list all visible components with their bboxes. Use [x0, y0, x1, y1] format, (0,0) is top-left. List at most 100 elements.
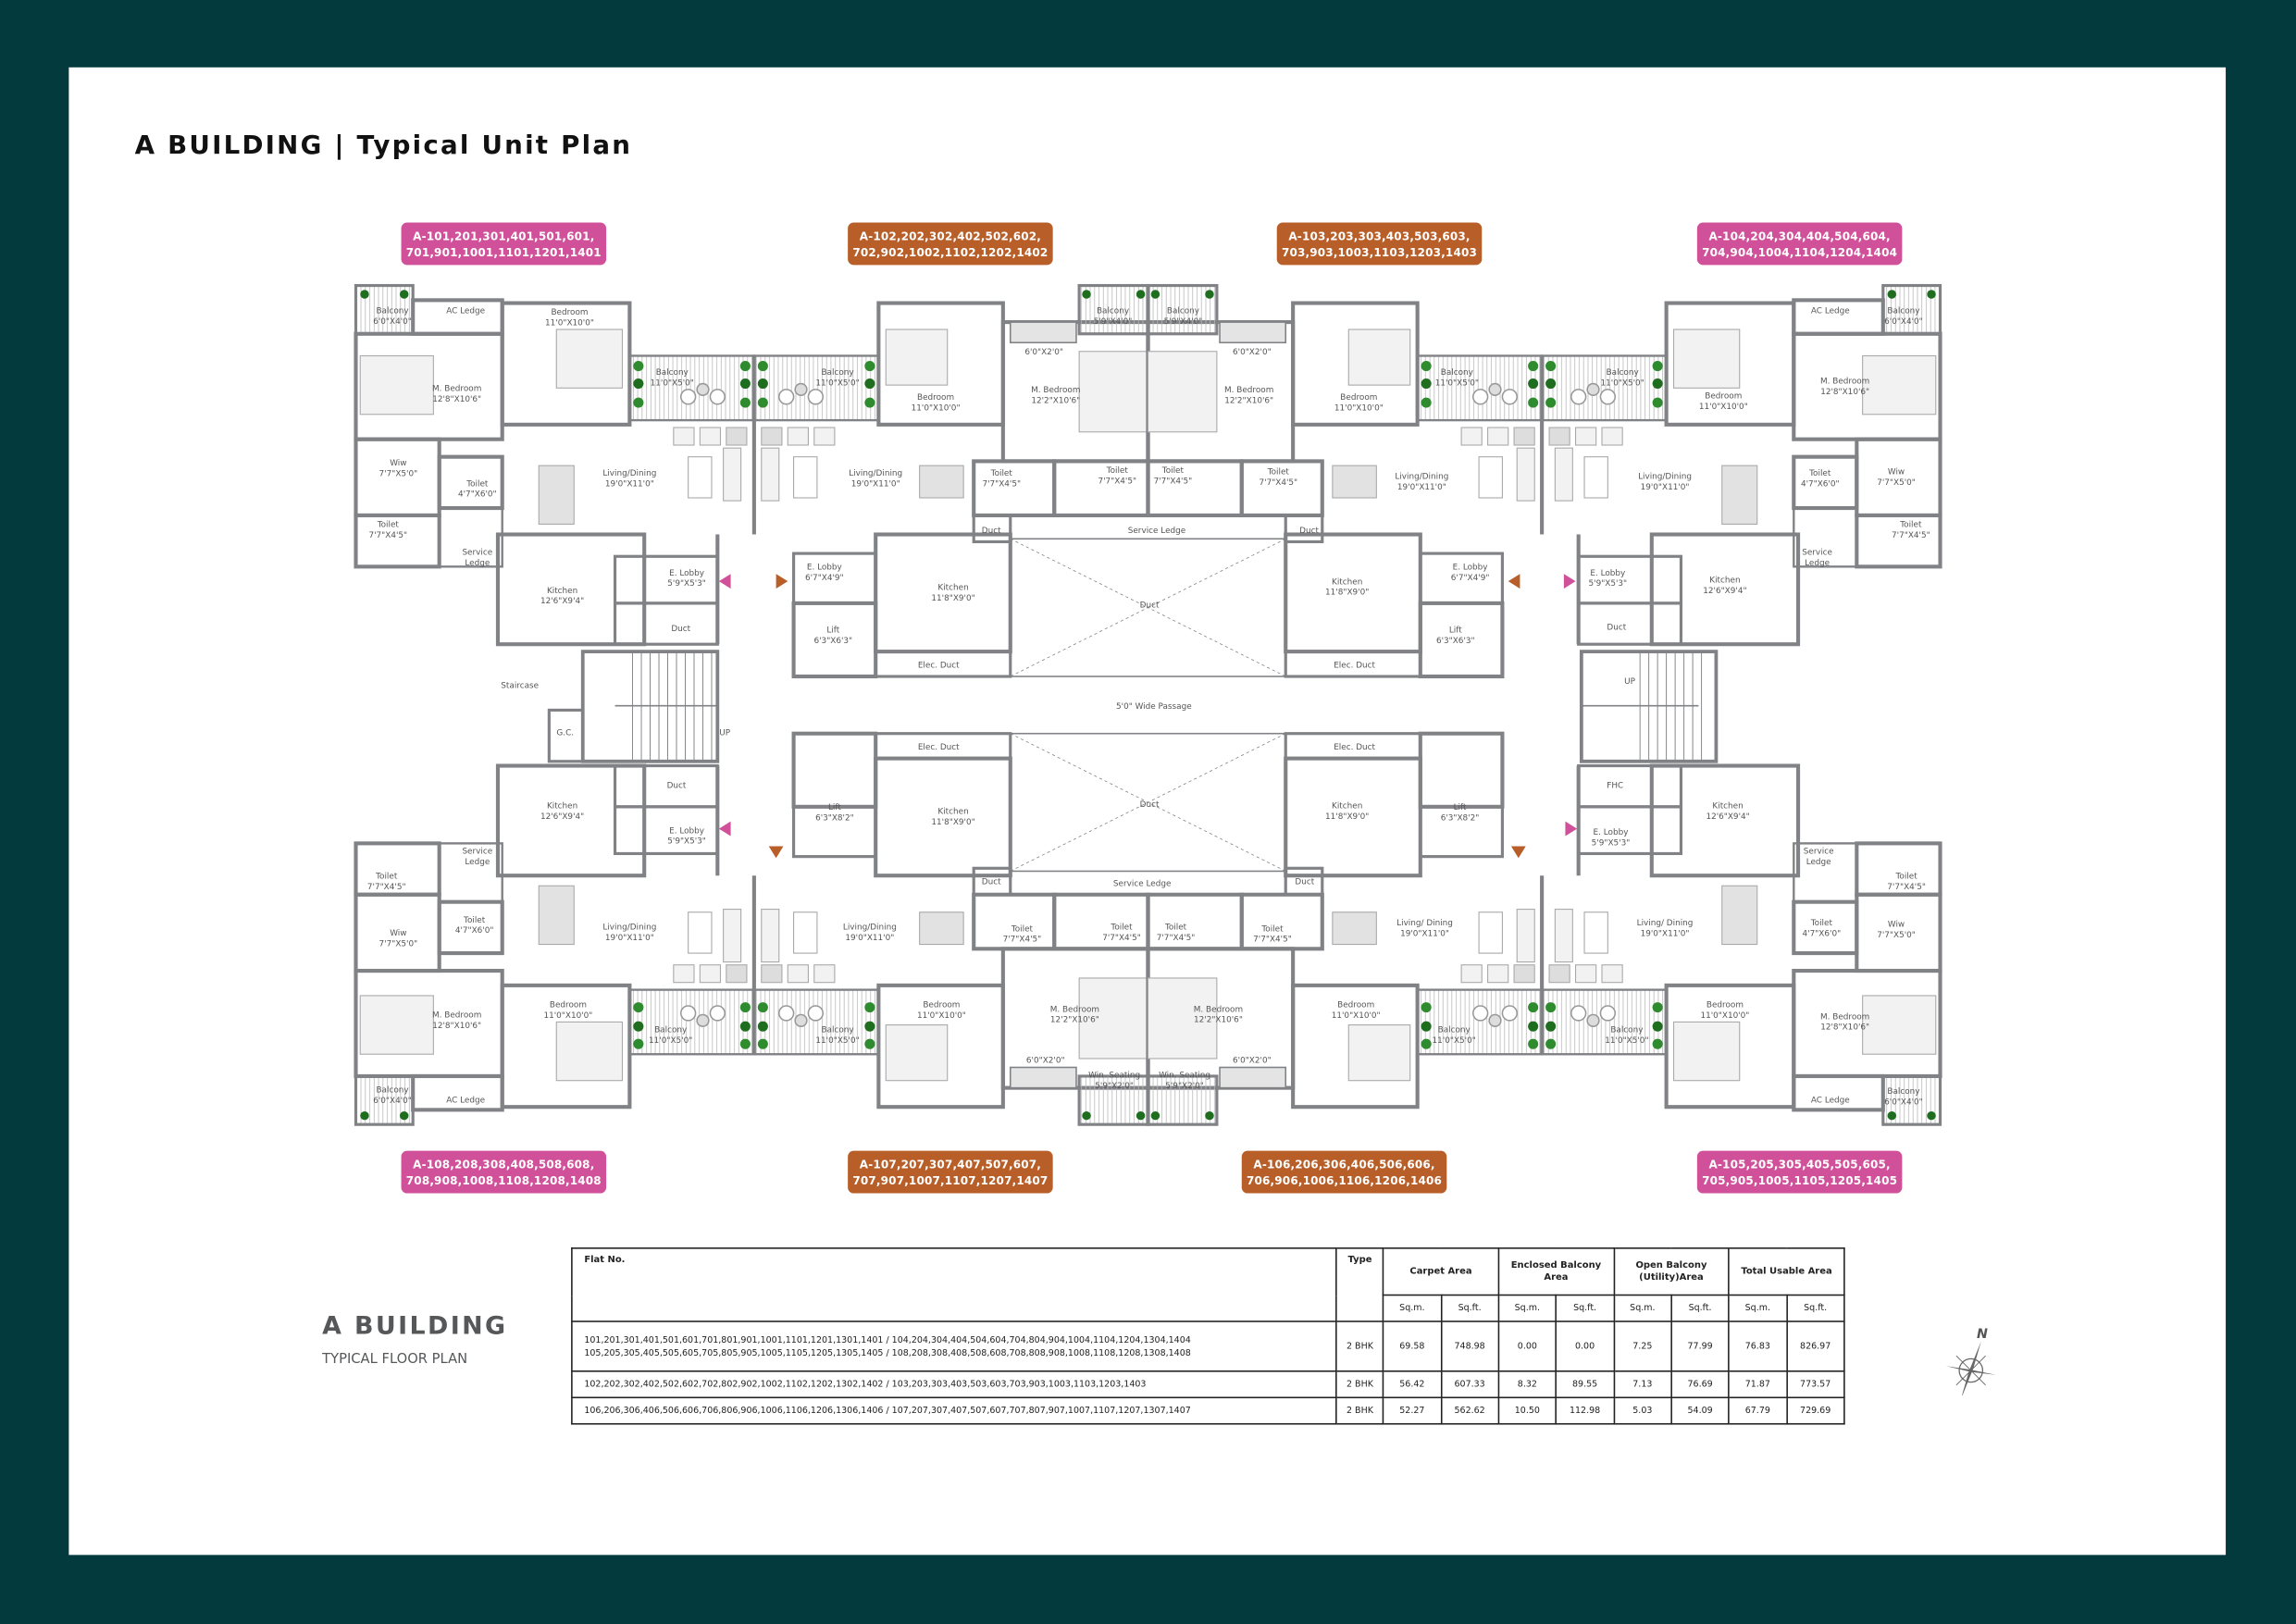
room-name: Bedroom: [550, 1001, 587, 1010]
room-size: 11'0"X5'0": [815, 378, 859, 388]
staircase-left: [547, 650, 720, 763]
room-size: 5'9"X5'3": [667, 837, 706, 847]
room-size: 6'0"X4'0": [373, 317, 412, 327]
room-size: 11'0"X10'0": [545, 319, 594, 329]
room-label: Duct: [671, 625, 690, 634]
room-name: AC Ledge: [1811, 307, 1850, 316]
unit-tag-106: A-106,206,306,406,506,606,706,906,1006,1…: [1241, 1150, 1447, 1194]
room-name: M. Bedroom: [1820, 1012, 1869, 1022]
room-name: Kitchen: [547, 587, 577, 596]
area-value: 69.58: [1382, 1320, 1442, 1372]
flat-list-line: 106,206,306,406,506,606,706,806,906,1006…: [584, 1405, 1191, 1417]
room-name: Living/Dining: [843, 924, 897, 933]
unit-sqft: Sq.ft.: [1440, 1294, 1500, 1322]
room-size: 7'7"X4'5": [367, 883, 406, 892]
room-name: Duct: [1140, 601, 1160, 611]
room-name: Toilet: [375, 872, 398, 881]
room-name: Duct: [1607, 623, 1626, 632]
room-size: 5'9"X5'3": [667, 579, 706, 589]
room-size: 19'0"X11'0": [1641, 929, 1690, 938]
room-name: Duct: [671, 625, 690, 634]
unit-sqm: Sq.m.: [1728, 1294, 1788, 1322]
room-size: 12'8"X10'6": [432, 395, 481, 404]
room-name: Balcony: [821, 368, 853, 378]
room-size: Ledge: [1806, 858, 1831, 867]
header-open-balcony: Open Balcony (Utility)Area: [1612, 1247, 1731, 1296]
room-size: 11'0"X10'0": [1334, 403, 1384, 413]
header-carpet-area: Carpet Area: [1382, 1247, 1500, 1296]
room-size: 5'9"X4'0": [1094, 317, 1133, 327]
room-size: 4'7"X6'0": [455, 926, 494, 936]
room-label: Duct: [1607, 623, 1626, 632]
room-size: 11'0"X10'0": [1332, 1011, 1381, 1021]
room-size: 7'7"X5'0": [1877, 931, 1916, 940]
room-size: 12'8"X10'6": [1820, 388, 1869, 397]
room-label: Duct: [982, 878, 1001, 887]
room-name: Living/Dining: [602, 469, 656, 478]
room-size: 5'9"X2'0": [1165, 1082, 1204, 1091]
room-name: Bedroom: [1706, 1001, 1744, 1010]
area-value: 729.69: [1785, 1396, 1845, 1425]
room-size: 4'7"X6'0": [458, 490, 497, 500]
room-name: Service Ledge: [1113, 879, 1171, 888]
room-name: AC Ledge: [446, 307, 485, 316]
room-size: 4'7"X6'0": [1803, 929, 1842, 938]
room-size: 7'7"X4'5": [368, 531, 407, 540]
room-size: 6'3"X8'2": [1441, 813, 1480, 823]
room-name: M. Bedroom: [1224, 386, 1273, 395]
area-value: 67.79: [1728, 1396, 1788, 1425]
room-name: E. Lobby: [669, 826, 704, 836]
unit-tag-103: A-103,203,303,403,503,603,703,903,1003,1…: [1276, 222, 1483, 266]
room-name: Balcony: [1887, 307, 1919, 316]
room-name: Wiw: [390, 459, 406, 468]
room-size: 7'7"X4'5": [1098, 477, 1136, 486]
room-name: Kitchen: [1332, 801, 1362, 811]
flat-list-line: 105,205,305,405,505,605,705,805,905,1005…: [584, 1347, 1191, 1358]
room-size: 6'7"X4'9": [1451, 574, 1490, 583]
room-size: 19'0"X11'0": [845, 934, 894, 943]
room-name: Duct: [1140, 800, 1160, 810]
room-name: Balcony: [656, 368, 689, 378]
building-name: A BUILDING: [322, 1311, 508, 1342]
room-size: 11'0"X5'0": [1433, 1036, 1476, 1046]
area-value: 89.55: [1555, 1370, 1615, 1399]
header-total-usable: Total Usable Area: [1728, 1247, 1845, 1296]
room-size: 11'0"X5'0": [651, 378, 694, 388]
room-label: 5'0" Wide Passage: [1116, 702, 1192, 712]
room-name: Balcony: [376, 307, 408, 316]
entry-arrow-icon: [718, 574, 731, 589]
unit-type: 2 BHK: [1335, 1320, 1384, 1372]
room-name: Kitchen: [937, 808, 968, 817]
room-name: Toilet: [377, 521, 400, 530]
room-name: UP: [719, 728, 730, 738]
room-size: 11'0"X5'0": [649, 1036, 692, 1046]
room-name: M. Bedroom: [1031, 386, 1080, 395]
room-size: Ledge: [465, 858, 490, 867]
room-name: Living/Dining: [602, 924, 656, 933]
